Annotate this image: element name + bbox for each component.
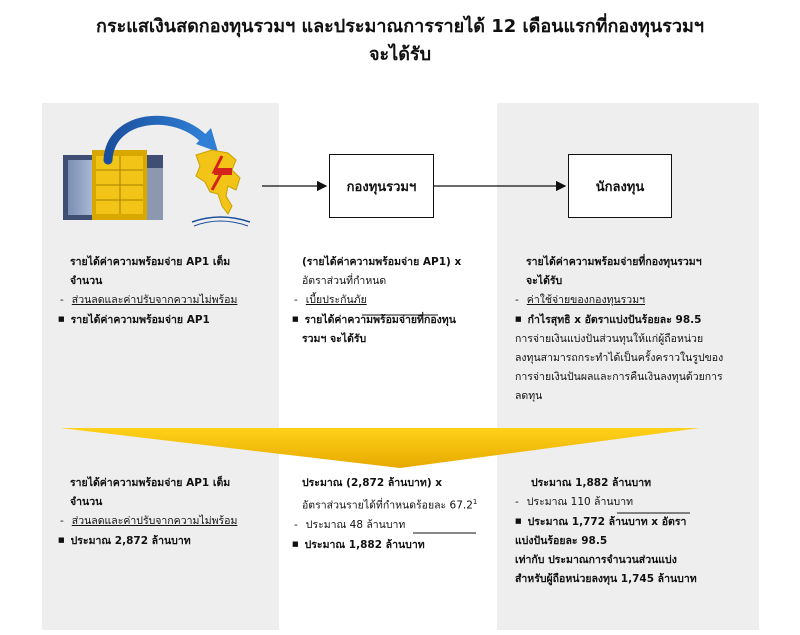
bottom-mid-bullet1: ประมาณ 1,882 ล้านบาท [292, 535, 477, 555]
top-mid-bullet1: รายได้ค่าความพร้อมจ่ายที่กองทุน [292, 310, 461, 330]
top-left-bullet1: รายได้ค่าความพร้อมจ่าย AP1 [58, 310, 237, 330]
top-left-line2: จำนวน [70, 275, 103, 287]
thailand-map-logo-icon [191, 149, 251, 227]
top-right-line2: จะได้รับ [526, 275, 563, 287]
bottom-right-p1: เท่ากับ ประมาณการจำนวนส่วนแบ่ง [515, 554, 677, 566]
top-mid-line2: อัตราส่วนที่กำหนด [302, 275, 387, 287]
investor-box-label: นักลงทุน [595, 179, 645, 195]
top-right-text: รายได้ค่าความพร้อมจ่ายที่กองทุนรวมฯ จะได… [515, 253, 723, 406]
page-title: กระแสเงินสดกองทุนรวมฯ และประมาณการรายได้… [0, 14, 800, 40]
title-line-1: กระแสเงินสดกองทุนรวมฯ และประมาณการรายได้… [96, 16, 704, 37]
bottom-left-bullet1: ประมาณ 2,872 ล้านบาท [58, 531, 237, 551]
top-right-dash1: ค่าใช้จ่ายของกองทุนรวมฯ [515, 291, 723, 310]
top-mid-dash1: เบี้ยประกันภัย [294, 291, 461, 310]
curved-arrow-head [196, 128, 218, 152]
fund-box-label: กองทุนรวมฯ [346, 179, 417, 195]
top-mid-text: (รายได้ค่าความพร้อมจ่าย AP1) x อัตราส่วน… [302, 253, 461, 349]
bottom-right-dash1: ประมาณ 110 ล้านบาท [515, 493, 697, 512]
bottom-mid-text: ประมาณ (2,872 ล้านบาท) x อัตราส่วนรายได้… [302, 474, 477, 555]
office-building-icon [63, 150, 163, 220]
title-line-2: จะได้รับ [368, 44, 432, 65]
bottom-right-text: ประมาณ 1,882 ล้านบาท ประมาณ 110 ล้านบาท … [515, 474, 697, 589]
funnel-shape [60, 428, 700, 468]
top-right-p2: ลงทุนสามารถกระทำได้เป็นครั้งคราวในรูปของ [515, 352, 724, 364]
top-mid-line1: (รายได้ค่าความพร้อมจ่าย AP1) x [302, 256, 462, 268]
top-right-p3: การจ่ายเงินปันผลและการคืนเงินลงทุนด้วยกา… [515, 371, 723, 383]
page-title-cont: จะได้รับ [0, 42, 800, 68]
bottom-right-bullet1b: แบ่งปันร้อยละ 98.5 [515, 535, 608, 547]
bottom-mid-dash1: ประมาณ 48 ล้านบาท [294, 516, 477, 535]
bottom-mid-line2: อัตราส่วนรายได้ที่กำหนดร้อยละ 67.21 [302, 498, 478, 512]
bottom-mid-line1: ประมาณ (2,872 ล้านบาท) x [302, 477, 443, 489]
bottom-right-line1: ประมาณ 1,882 ล้านบาท [531, 477, 652, 489]
bottom-right-bullet1: ประมาณ 1,772 ล้านบาท x อัตรา [515, 512, 697, 532]
top-right-p4: ลดทุน [515, 390, 543, 402]
top-right-line1: รายได้ค่าความพร้อมจ่ายที่กองทุนรวมฯ [526, 256, 702, 268]
bottom-left-text: รายได้ค่าความพร้อมจ่าย AP1 เต็ม จำนวน ส่… [70, 474, 237, 551]
bottom-left-line1: รายได้ค่าความพร้อมจ่าย AP1 เต็ม [70, 477, 231, 489]
top-mid-bullet1b: รวมฯ จะได้รับ [302, 333, 367, 345]
top-right-p1: การจ่ายเงินแบ่งปันส่วนทุนให้แก่ผู้ถือหน่… [515, 333, 704, 345]
top-left-dash1: ส่วนลดและค่าปรับจากความไม่พร้อม [60, 291, 238, 310]
bottom-right-p2: สำหรับผู้ถือหน่วยลงทุน 1,745 ล้านบาท [515, 573, 697, 585]
footnote-marker: 1 [472, 498, 478, 506]
fund-box: กองทุนรวมฯ [329, 154, 434, 218]
investor-box: นักลงทุน [568, 154, 672, 218]
bottom-left-line2: จำนวน [70, 496, 103, 508]
top-right-bullet1: กำไรสุทธิ x อัตราแบ่งปันร้อยละ 98.5 [515, 310, 723, 330]
curved-arrow-icon [103, 115, 210, 165]
top-left-text: รายได้ค่าความพร้อมจ่าย AP1 เต็ม จำนวน ส่… [70, 253, 237, 330]
top-left-line1: รายได้ค่าความพร้อมจ่าย AP1 เต็ม [70, 256, 231, 268]
bottom-left-dash1: ส่วนลดและค่าปรับจากความไม่พร้อม [60, 512, 238, 531]
